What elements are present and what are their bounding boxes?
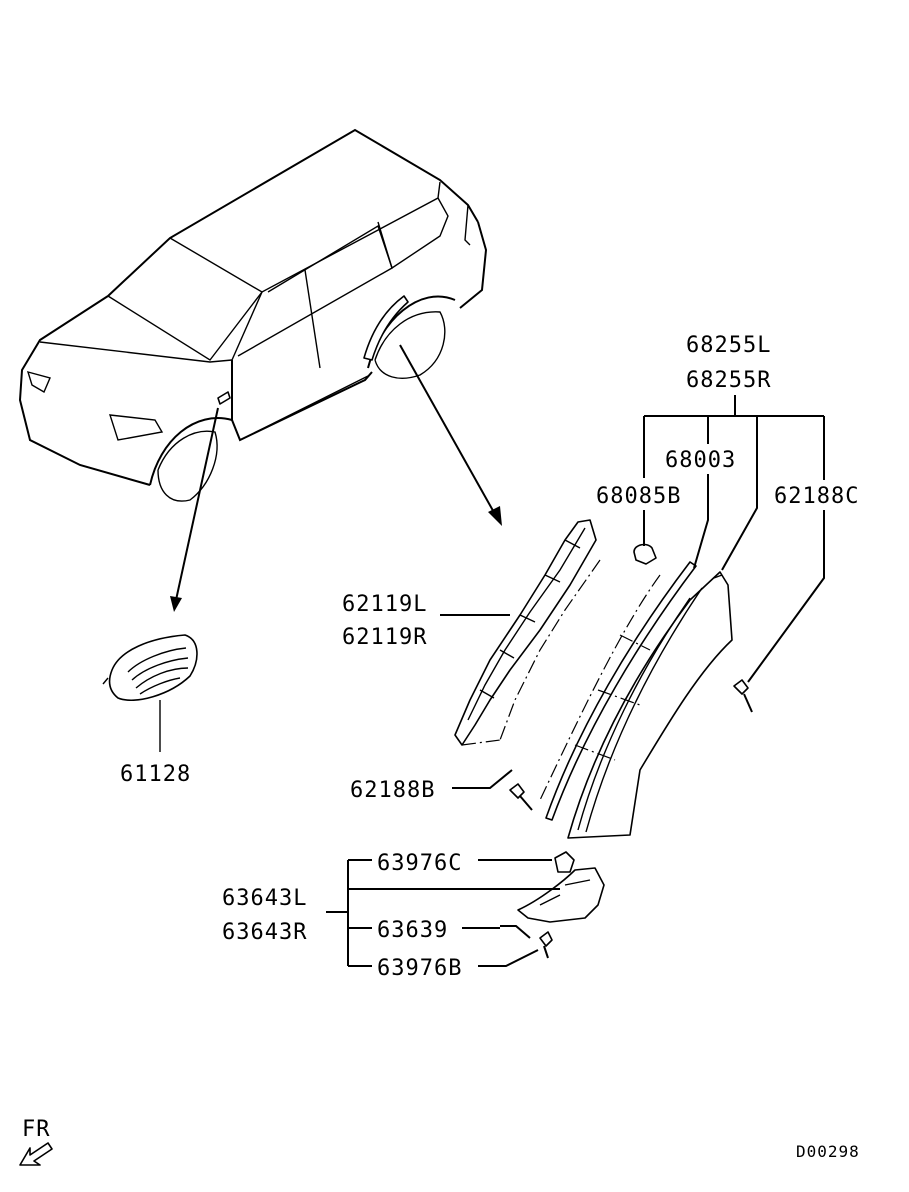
front-label: FR xyxy=(22,1117,51,1142)
front-direction-arrow-icon xyxy=(19,1142,53,1166)
part-label-68255L: 68255L xyxy=(686,333,771,358)
vehicle-illustration xyxy=(18,128,488,502)
part-label-62188B: 62188B xyxy=(350,778,435,803)
part-label-68255R: 68255R xyxy=(686,368,771,393)
side-vent-part xyxy=(102,634,198,752)
front-orientation-marker: FR xyxy=(19,1117,53,1166)
part-label-63643R: 63643R xyxy=(222,920,307,945)
fender-flare-part xyxy=(539,561,733,839)
part-label-62119L: 62119L xyxy=(342,592,427,617)
leader-lines xyxy=(326,395,825,967)
part-label-62188C: 62188C xyxy=(774,484,859,509)
diagram-code: D00298 xyxy=(796,1142,860,1161)
part-label-63643L: 63643L xyxy=(222,886,307,911)
callout-arrows xyxy=(170,344,502,612)
part-label-63976B: 63976B xyxy=(377,956,462,981)
fender-bracket-part xyxy=(454,519,601,746)
part-label-63639: 63639 xyxy=(377,918,448,943)
part-label-62119R: 62119R xyxy=(342,625,427,650)
clips xyxy=(500,543,753,959)
part-label-68085B: 68085B xyxy=(596,484,681,509)
part-label-63976C: 63976C xyxy=(377,851,462,876)
part-label-68003: 68003 xyxy=(665,448,736,473)
part-label-61128: 61128 xyxy=(120,762,191,787)
